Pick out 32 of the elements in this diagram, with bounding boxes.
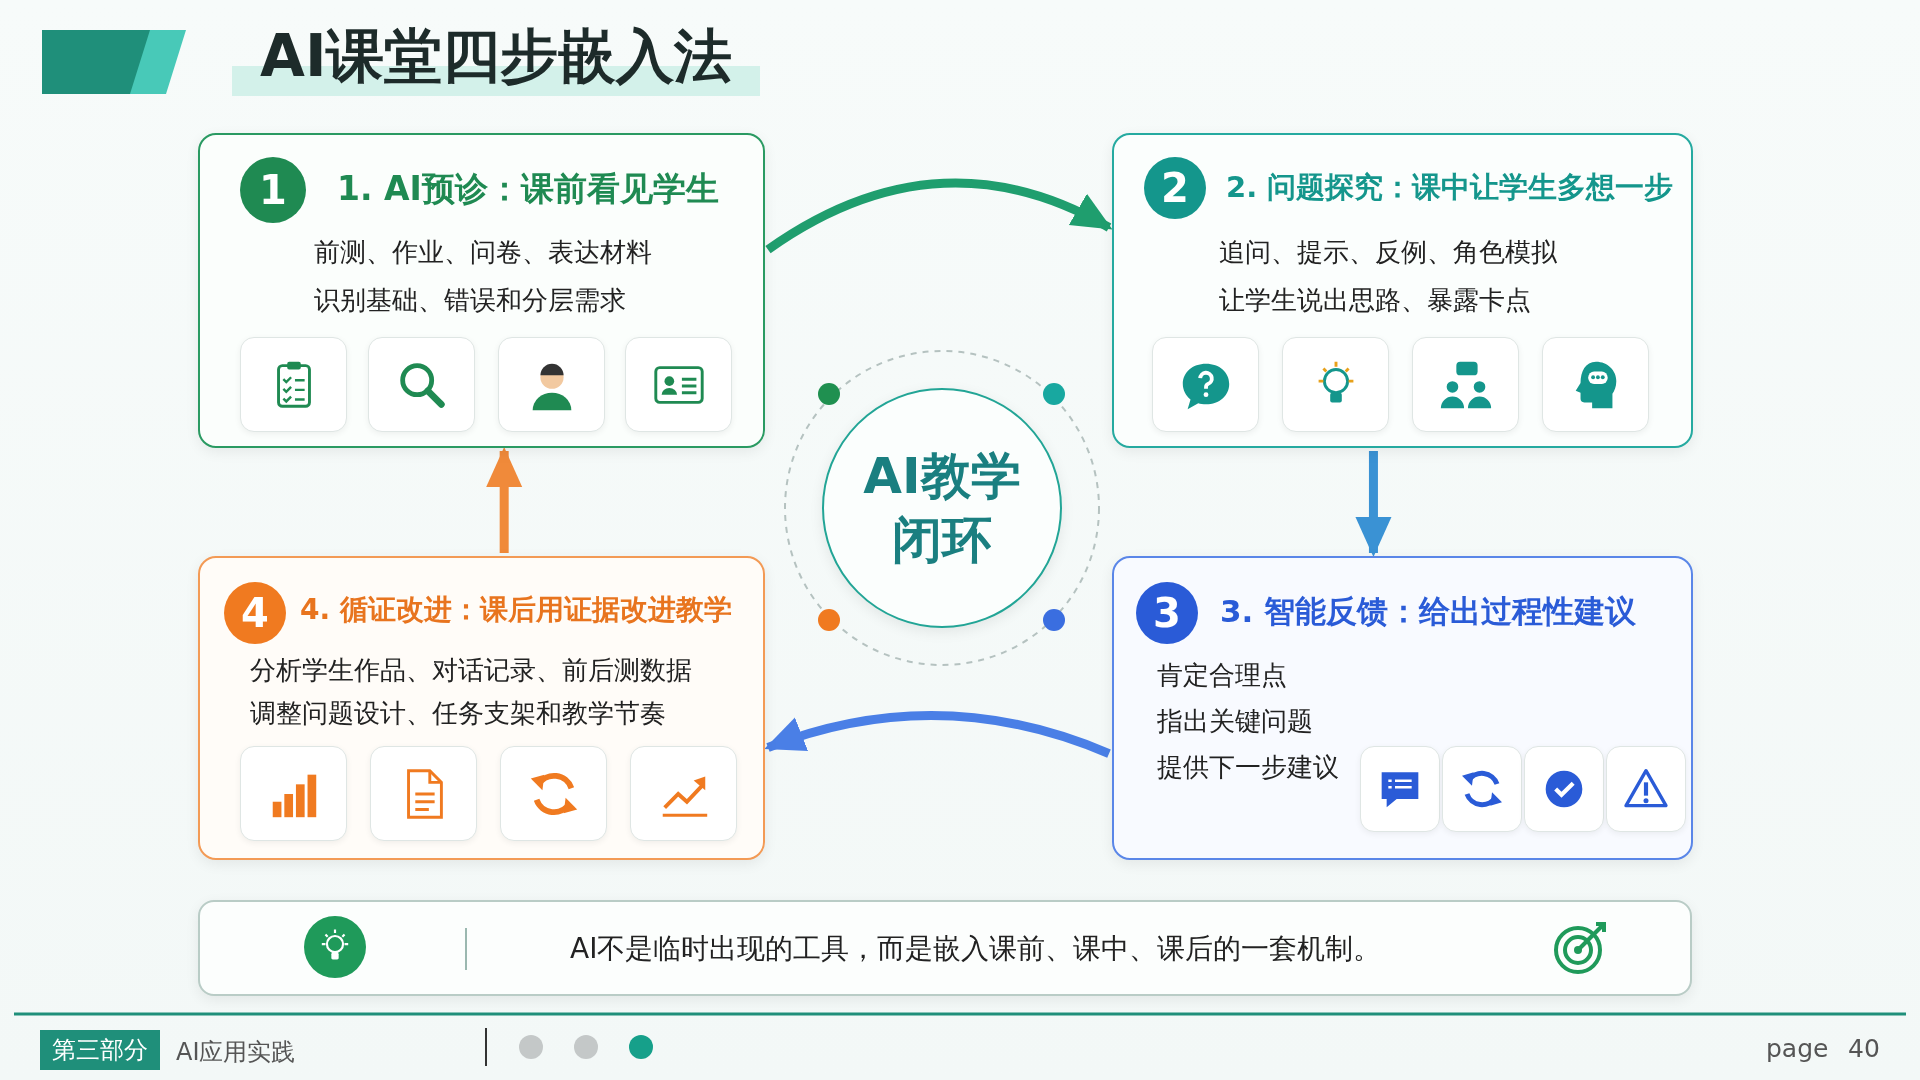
step-heading: 1. AI预诊：课前看见学生 xyxy=(337,168,719,210)
section-tag: 第三部分 xyxy=(40,1030,160,1070)
summary-banner xyxy=(198,900,1692,996)
step-text: 肯定合理点 xyxy=(1157,659,1287,692)
arrow xyxy=(765,178,1113,254)
step-text: 前测、作业、问卷、表达材料 xyxy=(314,236,652,269)
step-text: 提供下一步建议 xyxy=(1157,751,1339,784)
step-text: 让学生说出思路、暴露卡点 xyxy=(1219,284,1531,317)
step-card xyxy=(198,556,765,860)
page-label: page xyxy=(1766,1034,1829,1063)
step-number-badge: 1 xyxy=(240,157,306,223)
step-number-badge: 4 xyxy=(224,582,286,644)
step-text: 指出关键问题 xyxy=(1157,705,1313,738)
step-text: 追问、提示、反例、角色模拟 xyxy=(1219,236,1557,269)
page-number: 40 xyxy=(1848,1034,1880,1063)
step-card xyxy=(1112,133,1693,448)
arrow xyxy=(486,447,523,553)
step-heading: 2. 问题探究：课中让学生多想一步 xyxy=(1226,169,1674,206)
step-number-badge: 2 xyxy=(1144,157,1206,219)
step-card xyxy=(198,133,765,448)
summary-text: AI不是临时出现的工具，而是嵌入课前、课中、课后的一套机制。 xyxy=(570,931,1382,967)
step-text: 分析学生作品、对话记录、前后测数据 xyxy=(250,654,692,687)
step-text: 识别基础、错误和分层需求 xyxy=(314,284,626,317)
arrow xyxy=(1355,451,1392,557)
step-card xyxy=(1112,556,1693,860)
step-text: 调整问题设计、任务支架和教学节奏 xyxy=(250,697,666,730)
step-heading: 3. 智能反馈：给出过程性建议 xyxy=(1220,592,1637,631)
step-heading: 4. 循证改进：课后用证据改进教学 xyxy=(300,592,732,628)
arrow xyxy=(764,711,1111,758)
step-number-badge: 3 xyxy=(1136,582,1198,644)
section-name: AI应用实践 xyxy=(176,1037,296,1068)
center-title: AI教学闭环 xyxy=(862,446,1022,571)
